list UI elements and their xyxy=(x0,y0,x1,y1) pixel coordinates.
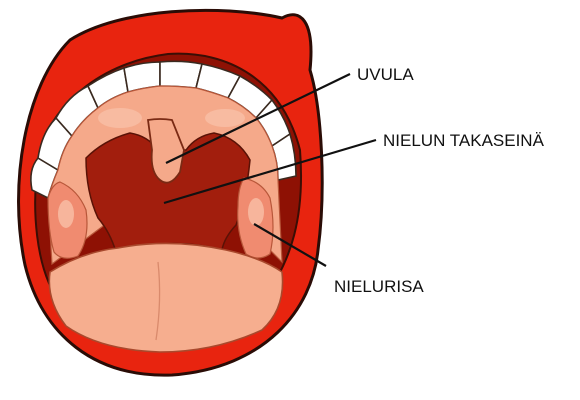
tonsil-label: NIELURISA xyxy=(334,277,424,296)
tonsil-highlight xyxy=(248,198,264,226)
palate-highlight xyxy=(205,109,245,127)
back-wall-label: NIELUN TAKASEINÄ xyxy=(383,131,545,150)
tonsil-highlight xyxy=(58,200,74,228)
tooth xyxy=(160,61,202,88)
tongue xyxy=(49,243,282,352)
uvula-label: UVULA xyxy=(357,65,414,84)
palate-highlight xyxy=(98,108,142,128)
